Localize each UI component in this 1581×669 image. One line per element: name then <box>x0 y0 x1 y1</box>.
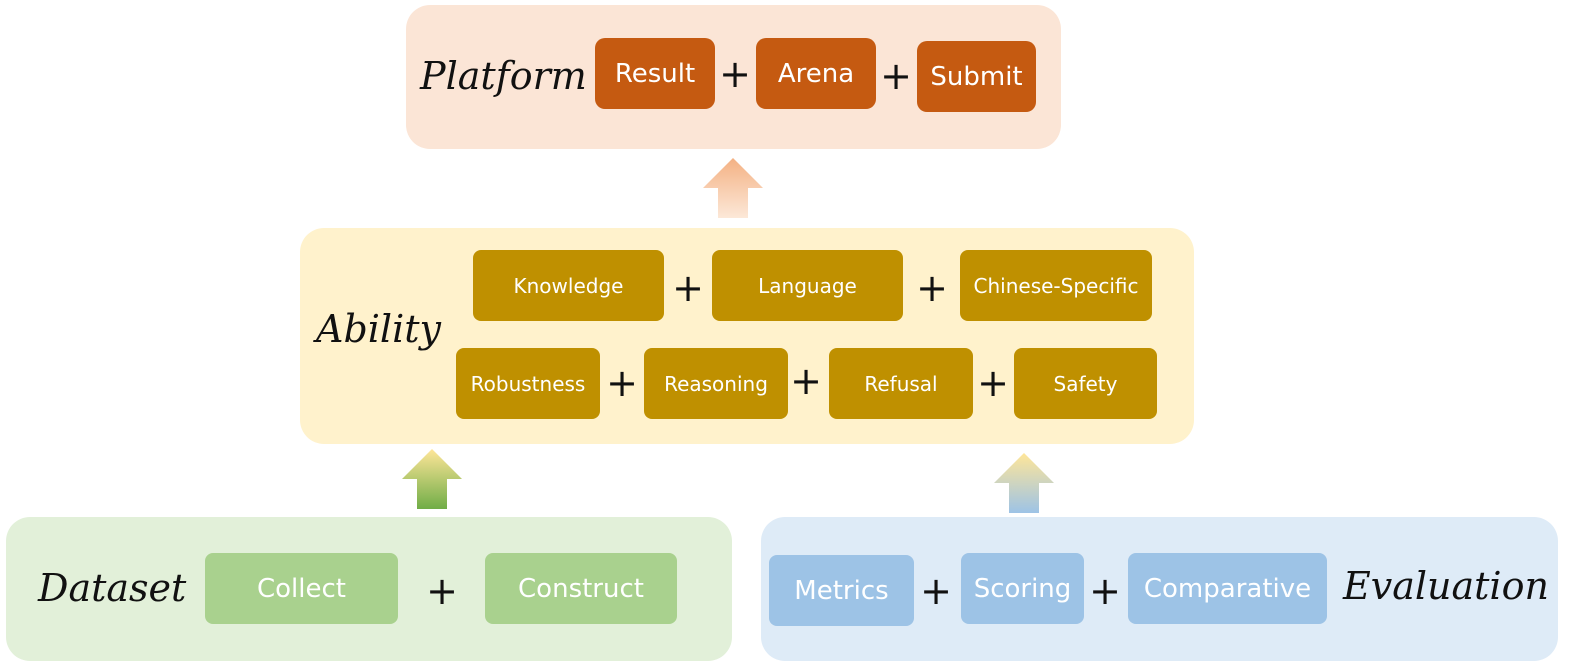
ability-item-refusal: Refusal <box>829 348 973 419</box>
platform-item-arena: Arena <box>756 38 876 109</box>
plus-sign: + <box>916 266 948 310</box>
up-arrow-icon <box>402 449 462 509</box>
ability-item-language: Language <box>712 250 903 321</box>
plus-sign: + <box>606 361 638 405</box>
plus-sign: + <box>977 361 1009 405</box>
ability-item-reasoning: Reasoning <box>644 348 788 419</box>
plus-sign: + <box>1089 569 1121 613</box>
plus-sign: + <box>672 266 704 310</box>
plus-sign: + <box>920 569 952 613</box>
ability-item-robustness: Robustness <box>456 348 600 419</box>
platform-label: Platform <box>420 54 587 98</box>
ability-panel: Ability Knowledge + Language + Chinese-S… <box>300 228 1194 444</box>
evaluation-item-comparative: Comparative <box>1128 553 1327 624</box>
ability-item-chinese-specific: Chinese-Specific <box>960 250 1152 321</box>
platform-item-submit: Submit <box>917 41 1036 112</box>
platform-panel: Platform Result + Arena + Submit <box>406 5 1061 149</box>
plus-sign: + <box>719 52 751 96</box>
up-arrow-icon <box>994 453 1054 513</box>
plus-sign: + <box>790 359 822 403</box>
ability-label: Ability <box>316 307 441 351</box>
dataset-label: Dataset <box>38 566 187 610</box>
platform-item-result: Result <box>595 38 715 109</box>
up-arrow-icon <box>703 158 763 218</box>
ability-item-knowledge: Knowledge <box>473 250 664 321</box>
dataset-item-collect: Collect <box>205 553 398 624</box>
ability-item-safety: Safety <box>1014 348 1157 419</box>
plus-sign: + <box>880 54 912 98</box>
evaluation-item-scoring: Scoring <box>961 553 1084 624</box>
plus-sign: + <box>426 569 458 613</box>
evaluation-item-metrics: Metrics <box>769 555 914 626</box>
evaluation-label: Evaluation <box>1343 564 1549 608</box>
dataset-item-construct: Construct <box>485 553 677 624</box>
dataset-panel: Dataset Collect + Construct <box>6 517 732 661</box>
evaluation-panel: Metrics + Scoring + Comparative Evaluati… <box>761 517 1558 661</box>
